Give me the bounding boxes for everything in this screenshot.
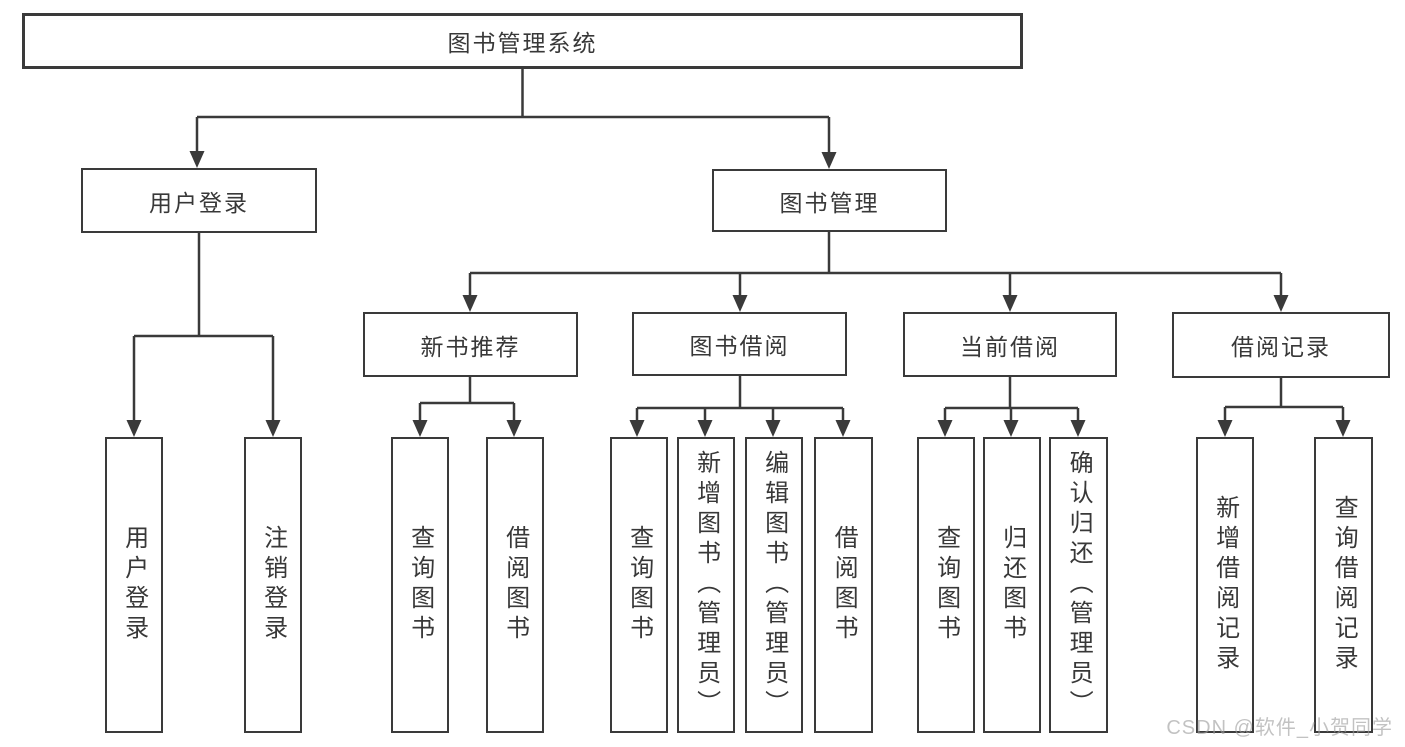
node-book-management: 图书管理 bbox=[712, 169, 947, 232]
csdn-watermark: CSDN @软件_小贺同学 bbox=[1166, 717, 1393, 739]
node-new-book-recommend: 新书推荐 bbox=[363, 312, 578, 377]
leaf-newrec-borrow-books: 借阅图书 bbox=[486, 437, 544, 733]
arrowheads bbox=[126, 151, 1351, 437]
leaf-records-add-borrow-record-label: 新增借阅记录 bbox=[1211, 495, 1239, 675]
node-user-login: 用户登录 bbox=[81, 168, 317, 233]
leaf-borrow-query-books-label: 查询图书 bbox=[625, 525, 653, 645]
node-root-label: 图书管理系统 bbox=[447, 30, 598, 56]
node-new-book-recommend-label: 新书推荐 bbox=[420, 333, 521, 360]
leaf-borrow-add-books-admin: 新增图书（管理员） bbox=[677, 437, 735, 733]
leaf-borrow-query-books: 查询图书 bbox=[610, 437, 668, 733]
leaf-logout-label: 注销登录 bbox=[259, 525, 287, 645]
node-current-borrowing: 当前借阅 bbox=[903, 312, 1117, 377]
leaf-user-login: 用户登录 bbox=[105, 437, 163, 733]
leaf-current-confirm-return-admin: 确认归还（管理员） bbox=[1049, 437, 1108, 733]
node-book-borrowing-label: 图书借阅 bbox=[689, 333, 790, 359]
leaf-borrow-edit-books-admin-label: 编辑图书（管理员） bbox=[760, 450, 788, 720]
node-current-borrowing-label: 当前借阅 bbox=[960, 333, 1060, 360]
node-borrow-records-label: 借阅记录 bbox=[1231, 334, 1331, 360]
leaf-records-add-borrow-record: 新增借阅记录 bbox=[1196, 437, 1254, 733]
leaf-borrow-add-books-admin-label: 新增图书（管理员） bbox=[692, 450, 720, 720]
leaf-logout: 注销登录 bbox=[244, 437, 302, 733]
leaf-borrow-edit-books-admin: 编辑图书（管理员） bbox=[745, 437, 803, 733]
leaf-newrec-query-books-label: 查询图书 bbox=[406, 525, 434, 645]
leaf-current-query-books-label: 查询图书 bbox=[932, 525, 960, 645]
node-book-borrowing: 图书借阅 bbox=[632, 312, 847, 376]
leaf-newrec-borrow-books-label: 借阅图书 bbox=[501, 525, 529, 645]
leaf-user-login-label: 用户登录 bbox=[120, 525, 148, 645]
leaf-current-query-books: 查询图书 bbox=[917, 437, 975, 733]
leaf-current-return-books-label: 归还图书 bbox=[998, 525, 1026, 645]
node-book-management-label: 图书管理 bbox=[779, 189, 880, 216]
leaf-current-return-books: 归还图书 bbox=[983, 437, 1041, 733]
node-user-login-label: 用户登录 bbox=[149, 189, 249, 216]
node-borrow-records: 借阅记录 bbox=[1172, 312, 1390, 378]
leaf-records-query-borrow-record-label: 查询借阅记录 bbox=[1330, 495, 1358, 675]
leaf-current-confirm-return-admin-label: 确认归还（管理员） bbox=[1065, 450, 1093, 720]
node-root: 图书管理系统 bbox=[22, 13, 1023, 69]
leaf-borrow-borrow-books: 借阅图书 bbox=[814, 437, 873, 733]
leaf-newrec-query-books: 查询图书 bbox=[391, 437, 449, 733]
leaf-records-query-borrow-record: 查询借阅记录 bbox=[1314, 437, 1373, 733]
leaf-borrow-borrow-books-label: 借阅图书 bbox=[830, 525, 858, 645]
